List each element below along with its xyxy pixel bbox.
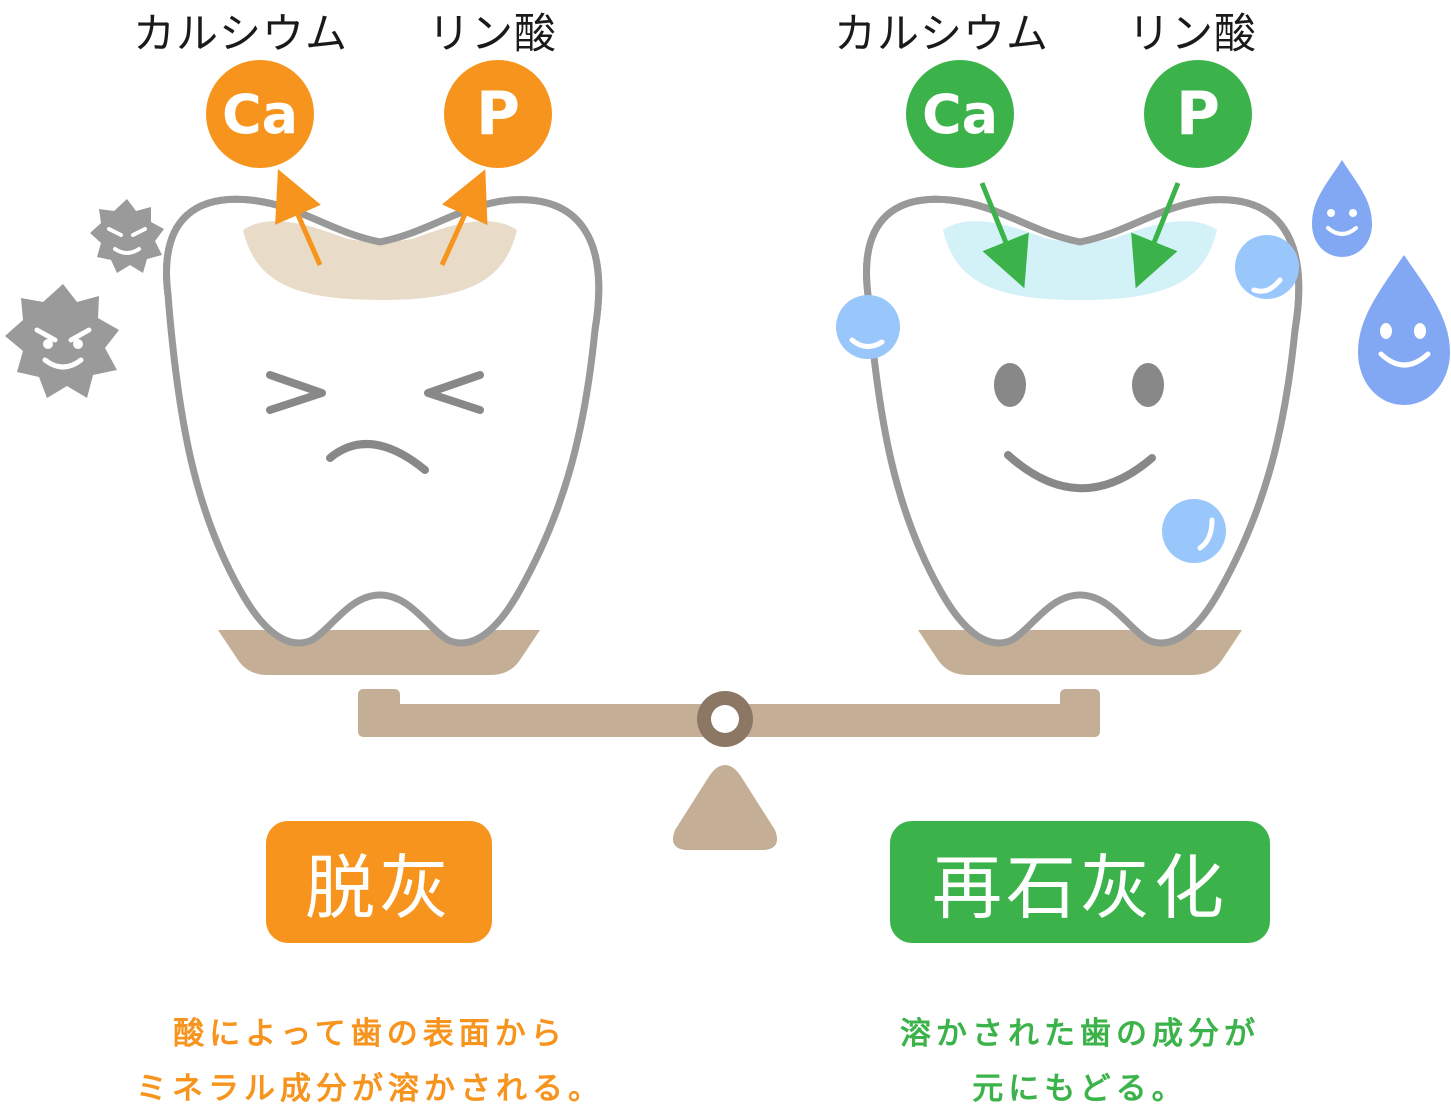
remineralization-description: 溶かされた歯の成分が 元にもどる。 [790,1007,1370,1117]
water-drop-small [1312,160,1372,257]
left-calcium-badge: Ca [206,60,314,168]
description-line-2: 元にもどる。 [790,1062,1370,1117]
right-tooth [867,183,1299,643]
left-phosphate-badge: P [444,60,552,168]
left-eye [994,363,1026,407]
water-drop-large [1358,255,1450,405]
demineralization-description: 酸によって歯の表面から ミネラル成分が溶かされる。 [80,1007,660,1117]
description-line-2: ミネラル成分が溶かされる。 [80,1062,660,1117]
description-line-1: 溶かされた歯の成分が [790,1007,1370,1062]
right-calcium-badge: Ca [906,60,1014,168]
description-line-1: 酸によって歯の表面から [80,1007,660,1062]
left-tooth [167,192,599,643]
right-pan [918,630,1242,675]
demineralization-title: 脱灰 [266,821,492,943]
germ-small [90,199,164,273]
left-pan [218,630,540,675]
scale-base [673,765,777,850]
left-calcium-label: カルシウム [133,0,348,61]
right-phosphate-label: リン酸 [1128,0,1257,61]
remineralization-title: 再石灰化 [890,821,1270,943]
germ-large [5,284,119,398]
left-phosphate-label: リン酸 [428,0,557,61]
right-phosphate-badge: P [1144,60,1252,168]
right-eye [1132,363,1164,407]
right-calcium-label: カルシウム [834,0,1049,61]
balance-scale [218,630,1242,850]
